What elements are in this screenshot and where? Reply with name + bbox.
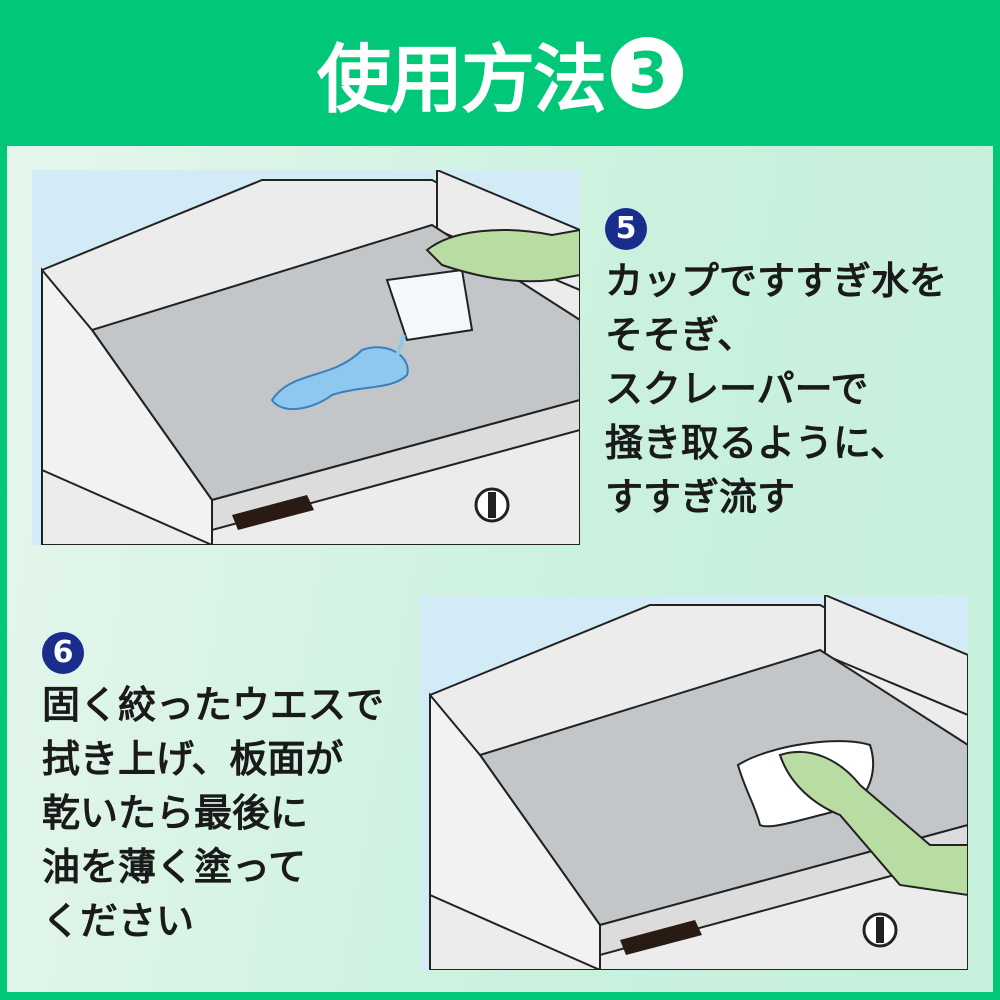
step-text-line: スクレーパーで	[605, 367, 869, 411]
step-text-line: ください	[42, 899, 195, 943]
header: 使用方法 3	[0, 0, 1000, 146]
step-text-line: 掻き取るように、	[605, 421, 908, 465]
step-text-line: 乾いたら最後に	[42, 791, 309, 835]
page-title: 使用方法 3	[317, 20, 683, 127]
title-number-badge: 3	[611, 37, 683, 109]
step-text-line: そそぎ、	[605, 313, 756, 357]
step-text-line: すすぎ流す	[605, 475, 796, 519]
griddle-pouring-illustration	[41, 170, 580, 545]
illustration-wipe	[420, 595, 968, 970]
step-6: 6 固く絞ったウエスで 拭き上げ、板面が 乾いたら最後に 油を薄く塗って くださ…	[42, 622, 384, 948]
griddle-wiping-illustration	[429, 595, 968, 970]
step-number-badge: 6	[42, 632, 84, 674]
step-text-line: カップですすぎ水を	[605, 259, 948, 303]
step-text-line: 拭き上げ、板面が	[42, 737, 344, 781]
step-text-line: 油を薄く塗って	[42, 845, 307, 889]
title-text: 使用方法	[317, 36, 607, 123]
content-panel: 5 カップですすぎ水を そそぎ、 スクレーパーで 掻き取るように、 すすぎ流す …	[7, 146, 993, 992]
step-5: 5 カップですすぎ水を そそぎ、 スクレーパーで 掻き取るように、 すすぎ流す	[605, 198, 947, 524]
step-text-line: 固く絞ったウエスで	[42, 683, 385, 727]
illustration-pour-water	[32, 170, 580, 545]
step-number-badge: 5	[605, 208, 647, 250]
